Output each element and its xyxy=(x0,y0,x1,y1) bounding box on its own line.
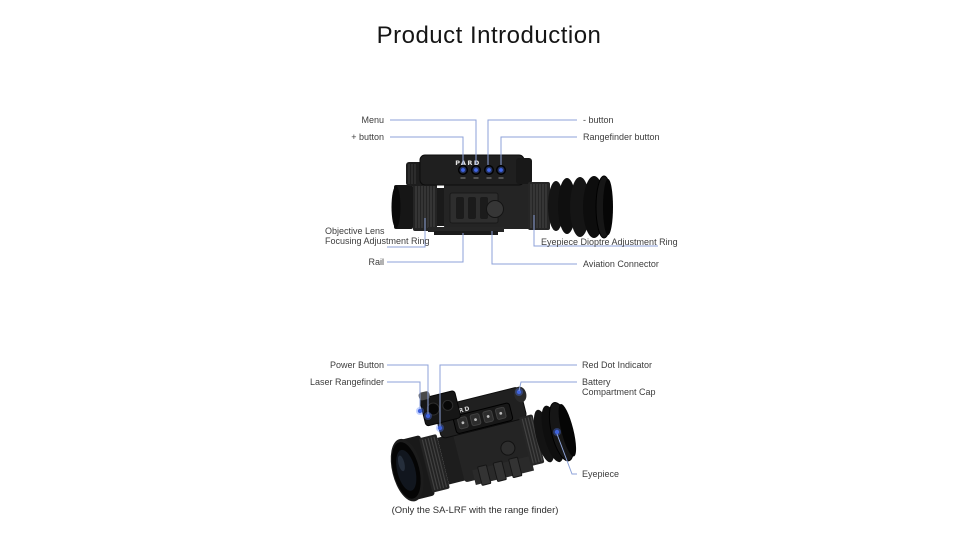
plus-button-icon xyxy=(458,165,468,175)
label-plus-button: + button xyxy=(351,132,384,142)
battery-compartment-cap xyxy=(514,386,527,403)
diagram-caption: (Only the SA-LRF with the range finder) xyxy=(391,505,559,516)
label-aviation-connector: Aviation Connector xyxy=(583,259,659,269)
label-objective-lens-line1: Objective Lens xyxy=(325,226,385,236)
label-laser-rangefinder: Laser Rangefinder xyxy=(309,377,384,387)
label-power-button: Power Button xyxy=(329,360,384,370)
brand-logo-top: PARD xyxy=(455,159,481,167)
label-eyepiece: Eyepiece xyxy=(582,469,620,479)
minus-button-icon xyxy=(484,165,494,175)
rail xyxy=(428,227,504,235)
label-rangefinder-button: Rangefinder button xyxy=(583,132,660,142)
label-menu: Menu xyxy=(361,115,384,125)
scope-side-view: PARD xyxy=(391,154,613,239)
label-minus-button: - button xyxy=(583,115,614,125)
label-battery-line2: Compartment Cap xyxy=(582,387,656,397)
label-objective-lens-line2: Focusing Adjustment Ring xyxy=(325,236,430,246)
label-red-dot-indicator: Red Dot Indicator xyxy=(582,360,653,370)
control-buttons xyxy=(458,165,506,179)
label-objective-lens-ring: Objective Lens Focusing Adjustment Ring xyxy=(325,226,430,246)
callout-markers xyxy=(416,388,561,436)
page-title: Product Introduction xyxy=(376,22,602,49)
menu-button-icon xyxy=(471,165,481,175)
scope-perspective-view: PARD xyxy=(390,386,577,502)
rail-bottom xyxy=(472,455,535,486)
label-rail: Rail xyxy=(368,257,384,267)
eyepiece-bottom xyxy=(519,401,577,466)
callouts-top xyxy=(387,119,658,265)
power-button-cap xyxy=(418,391,430,401)
rangefinder-button-icon xyxy=(496,165,506,175)
label-eyepiece-dioptre-ring: Eyepiece Dioptre Adjustment Ring xyxy=(541,237,678,247)
label-battery-line1: Battery xyxy=(582,377,611,387)
callouts-bottom xyxy=(387,364,577,475)
aviation-connector-cap xyxy=(486,200,504,218)
eyecup xyxy=(548,175,613,239)
side-button-panel xyxy=(452,402,514,434)
label-battery-compartment-cap: Battery Compartment Cap xyxy=(582,377,656,397)
